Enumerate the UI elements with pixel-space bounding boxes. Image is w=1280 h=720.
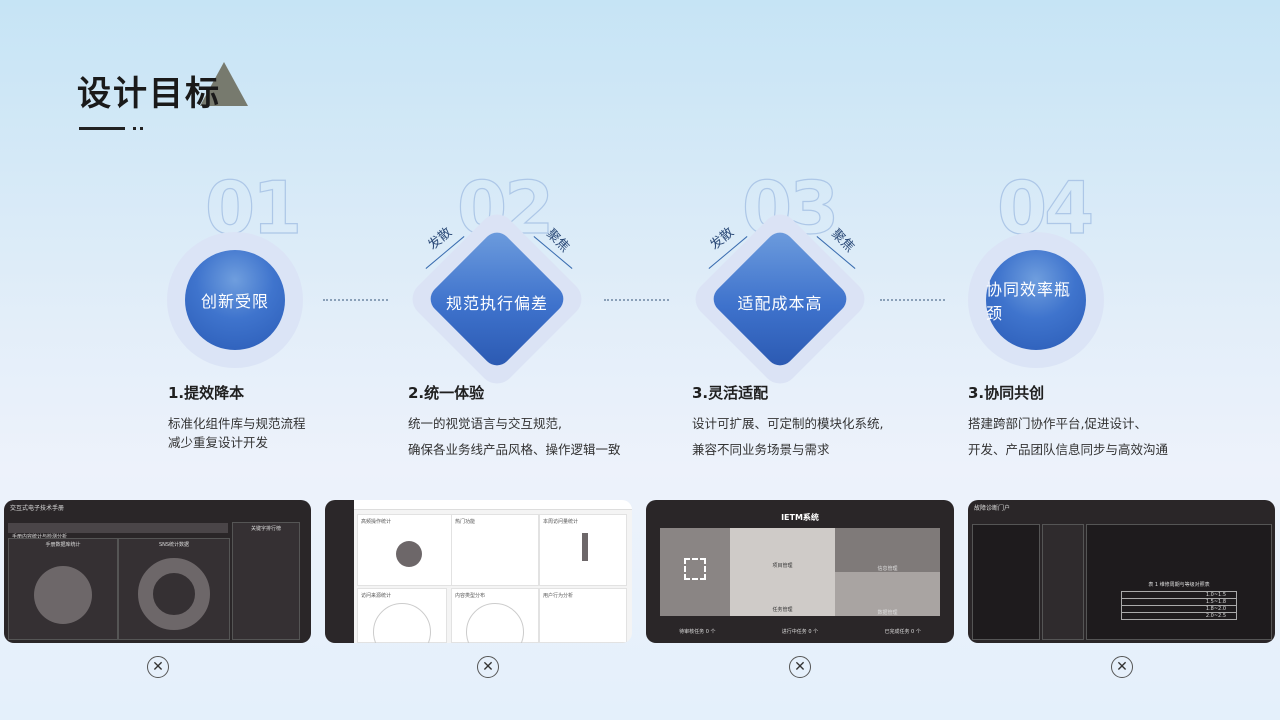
title-dot (140, 127, 143, 130)
donut-chart (138, 558, 210, 630)
step-3-text: 3.灵活适配 设计可扩展、可定制的模块化系统, 兼容不同业务场景与需求 (692, 382, 883, 462)
card: 访问来源统计 (357, 588, 447, 643)
step-1-desc: 标准化组件库与规范流程 (168, 416, 306, 431)
step-4-desc: 开发、产品团队信息同步与高效沟通 (968, 442, 1169, 457)
close-glyph: ✕ (1116, 659, 1128, 675)
feature-tile: 项目管理 (730, 528, 835, 572)
chart-panel: 手册数据库统计 (8, 538, 118, 640)
step-4-desc: 搭建跨部门协作平台,促进设计、 (968, 416, 1147, 431)
feature-tile: 数据管理 (835, 572, 940, 616)
tree-panel (972, 524, 1040, 640)
step-4-label: 协同效率瓶颈 (986, 280, 1072, 323)
card: 用户行为分析 (539, 588, 627, 643)
step-1-label: 创新受限 (200, 292, 269, 311)
content-panel: 表 1 维修周期与等级对照表 1.0~1.5 1.5~1.8 1.8~2.0 2… (1086, 524, 1272, 640)
footer-item: 已完成任务 0 个 (884, 629, 921, 635)
card: 热门功能 (451, 514, 539, 586)
tile-label: 项目管理 (772, 563, 793, 569)
card: 内容类型分布 (451, 588, 539, 643)
card-title: 访问来源统计 (361, 593, 392, 599)
side-panel: 关键字排行榜 (232, 522, 300, 640)
step-3-heading: 3.灵活适配 (692, 384, 769, 402)
table-cell: 1.5~1.8 (1122, 599, 1236, 606)
table-cell: 1.8~2.0 (1122, 606, 1236, 613)
connector-dots (604, 299, 669, 301)
list-panel (1042, 524, 1084, 640)
table-cell: 1.0~1.5 (1122, 592, 1236, 599)
close-icon[interactable]: ✕ (1111, 656, 1133, 678)
step-2-heading: 2.统一体验 (408, 384, 485, 402)
feature-tile: 信息管理 (835, 528, 940, 572)
close-glyph: ✕ (794, 659, 806, 675)
step-3-desc: 设计可扩展、可定制的模块化系统, (692, 416, 884, 431)
step-4-heading: 3.协同共创 (968, 384, 1045, 402)
card-title: 用户行为分析 (543, 593, 574, 599)
side-nav (325, 500, 354, 643)
close-icon[interactable]: ✕ (147, 656, 169, 678)
scan-icon (684, 558, 706, 580)
tile-label: 数据管理 (877, 610, 898, 616)
card: 本周访问量统计 (539, 514, 627, 586)
screenshot-dashboard-light[interactable]: 高频操作统计 热门功能 本周访问量统计 访问来源统计 内容类型分布 用户行为分析 (325, 500, 632, 643)
title-decoration-triangle (200, 62, 248, 106)
card-title: 高频操作统计 (361, 519, 392, 525)
card-title: 本周访问量统计 (543, 519, 579, 525)
header-bar-text: 手册内容统计与检测分析 (12, 534, 68, 540)
app-title: 交互式电子技术手册 (10, 505, 65, 512)
table-cell: 2.0~2.5 (1205, 613, 1226, 619)
step-2-text: 2.统一体验 统一的视觉语言与交互规范, 确保各业务线产品风格、操作逻辑一致 (408, 382, 621, 462)
step-1-text: 1.提效降本 标准化组件库与规范流程 减少重复设计开发 (168, 382, 306, 455)
card-title: 内容类型分布 (455, 593, 486, 599)
footer-item: 进行中任务 0 个 (781, 629, 819, 635)
step-1-desc: 减少重复设计开发 (168, 435, 269, 450)
task-footer: 待审核任务 0 个 进行中任务 0 个 已完成任务 0 个 (646, 628, 954, 635)
feature-tile-main (660, 528, 730, 616)
step-3-label: 适配成本高 (737, 294, 823, 313)
app-title: IETM系统 (781, 513, 819, 522)
data-table: 1.0~1.5 1.5~1.8 1.8~2.0 2.0~2.5 (1121, 591, 1237, 620)
close-icon[interactable]: ✕ (477, 656, 499, 678)
step-3-desc: 兼容不同业务场景与需求 (692, 442, 830, 457)
feature-tile: 任务管理 (730, 572, 835, 616)
ring (466, 603, 524, 643)
screenshot-fault-portal[interactable]: 故障诊断门户 表 1 维修周期与等级对照表 1.0~1.5 1.5~1.8 1.… (968, 500, 1275, 643)
tile-label: 信息管理 (877, 566, 898, 572)
app-title: 故障诊断门户 (974, 505, 1011, 512)
ring (373, 603, 431, 643)
close-icon[interactable]: ✕ (789, 656, 811, 678)
screenshot-ietm-portal[interactable]: IETM系统 项目管理 信息管理 任务管理 数据管理 待审核任务 0 个 进行中… (646, 500, 954, 643)
title-underline (79, 127, 125, 130)
step-2-desc: 统一的视觉语言与交互规范, (408, 416, 562, 431)
connector-dots (880, 299, 945, 301)
card: 高频操作统计 (357, 514, 455, 586)
chart-panel-title: 手册数据库统计 (45, 542, 81, 548)
step-2-desc: 确保各业务线产品风格、操作逻辑一致 (408, 442, 621, 457)
screenshot-dashboard-dark[interactable]: 交互式电子技术手册 手册内容统计与检测分析 手册数据库统计 SNS统计数据 关键… (4, 500, 311, 643)
side-panel-title: 关键字排行榜 (250, 526, 281, 532)
step-4-circle: 协同效率瓶颈 (986, 250, 1086, 350)
connector-dots (323, 299, 388, 301)
pie-chart (34, 566, 92, 624)
chart-panel-title: SNS统计数据 (158, 542, 190, 548)
header-bar: 手册内容统计与检测分析 (8, 523, 228, 540)
card-title: 热门功能 (455, 519, 476, 525)
close-glyph: ✕ (482, 659, 494, 675)
step-2-label: 规范执行偏差 (445, 294, 548, 313)
chart-panel: SNS统计数据 (118, 538, 230, 640)
title-dot (133, 127, 136, 130)
step-1-heading: 1.提效降本 (168, 384, 245, 402)
footer-item: 待审核任务 0 个 (679, 629, 716, 635)
step-1-circle: 创新受限 (185, 250, 285, 350)
top-bar (325, 500, 632, 510)
tile-label: 任务管理 (772, 607, 793, 613)
page-title: 设计目标 (77, 74, 221, 114)
bar-mark (582, 533, 588, 561)
step-4-text: 3.协同共创 搭建跨部门协作平台,促进设计、 开发、产品团队信息同步与高效沟通 (968, 382, 1168, 462)
pie-chart (396, 541, 422, 567)
table-caption: 表 1 维修周期与等级对照表 (1148, 582, 1210, 588)
close-glyph: ✕ (152, 659, 164, 675)
